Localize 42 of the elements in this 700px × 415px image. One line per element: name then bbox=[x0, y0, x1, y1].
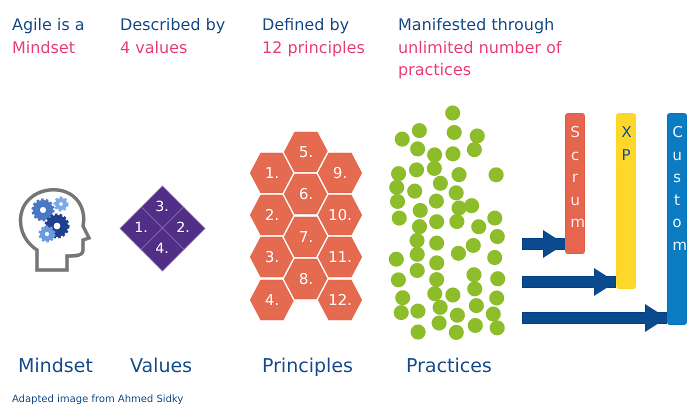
heading-text: Defined by bbox=[262, 14, 350, 36]
item-number: 12. bbox=[328, 291, 352, 309]
principle-hexagon bbox=[317, 279, 363, 321]
practice-bar bbox=[667, 113, 687, 325]
item-number: 4. bbox=[264, 291, 280, 309]
item-number: 1. bbox=[134, 220, 148, 236]
heading-text: 12 principles bbox=[262, 37, 365, 59]
heading-text: 4 values bbox=[120, 37, 188, 59]
principle-hexagon bbox=[249, 279, 295, 321]
principle-hexagon bbox=[283, 131, 329, 173]
heading-text: unlimited number of practices bbox=[398, 37, 563, 80]
arrow bbox=[522, 304, 667, 332]
item-number: 10. bbox=[328, 206, 352, 224]
item-number: 2. bbox=[264, 206, 280, 224]
item-number: 9. bbox=[332, 164, 348, 182]
heading-text: Manifested through bbox=[398, 14, 554, 36]
heading-text: Agile is a bbox=[12, 14, 85, 36]
principle-hexagon bbox=[317, 194, 363, 236]
heading-text: Mindset bbox=[12, 37, 75, 59]
arrow bbox=[522, 268, 616, 296]
item-number: 1. bbox=[264, 164, 280, 182]
column-label: Mindset bbox=[18, 354, 93, 379]
item-number: 2. bbox=[176, 220, 190, 236]
practice-bar bbox=[565, 113, 585, 254]
principle-hexagon bbox=[317, 236, 363, 278]
arrow bbox=[522, 230, 565, 258]
practice-bar bbox=[616, 113, 636, 289]
item-number: 8. bbox=[298, 270, 314, 288]
caption: Adapted image from Ahmed Sidky bbox=[12, 394, 184, 405]
item-number: 4. bbox=[155, 241, 169, 257]
practice-name: XP bbox=[621, 122, 631, 166]
column-label: Practices bbox=[406, 354, 492, 379]
column-label: Principles bbox=[262, 354, 353, 379]
item-number: 5. bbox=[298, 143, 314, 161]
item-number: 3. bbox=[264, 248, 280, 266]
item-number: 11. bbox=[328, 248, 352, 266]
item-number: 3. bbox=[155, 199, 169, 215]
column-label: Values bbox=[130, 354, 192, 379]
heading-text: Described by bbox=[120, 14, 226, 36]
item-number: 7. bbox=[298, 228, 314, 246]
item-number: 6. bbox=[298, 185, 314, 203]
principle-hexagon bbox=[317, 152, 363, 194]
